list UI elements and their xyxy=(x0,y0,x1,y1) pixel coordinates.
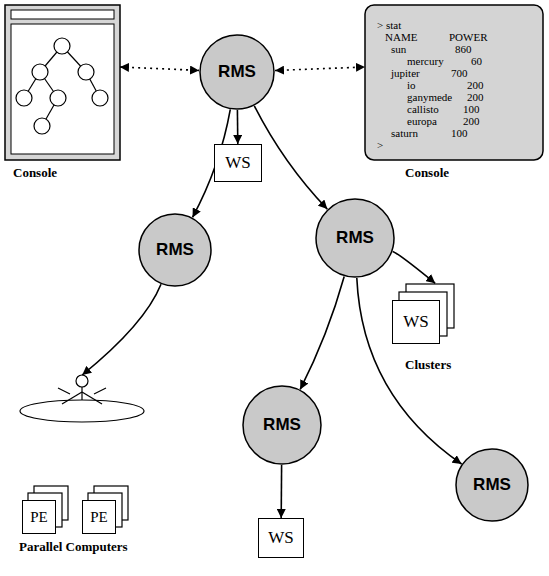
arrow-connector xyxy=(300,277,344,390)
pe-box: PE xyxy=(22,500,56,534)
console-output: 100 xyxy=(451,127,468,139)
console-output: 100 xyxy=(463,103,480,115)
console-output: 200 xyxy=(467,79,484,91)
console-output: mercury xyxy=(407,55,444,67)
arrow-connector xyxy=(237,110,239,144)
rms-circle: RMS xyxy=(242,385,322,465)
rms-circle: RMS xyxy=(455,448,529,522)
console-window-art xyxy=(5,5,120,160)
console-output: > stat xyxy=(377,19,401,31)
dotted-link xyxy=(120,67,199,70)
console-output: > xyxy=(377,139,383,151)
rms-circle: RMS xyxy=(199,34,275,110)
rms-circle: RMS xyxy=(315,198,395,278)
console: Console> statNAMEPOWERsun860mercury60jup… xyxy=(365,5,543,160)
console-label: Console xyxy=(13,165,57,181)
console-output: callisto xyxy=(407,103,439,115)
console-output: 60 xyxy=(471,55,482,67)
ws-label: WS xyxy=(259,528,303,548)
rms-label: RMS xyxy=(242,415,322,435)
workstation-box: WS xyxy=(214,144,262,182)
console: Console xyxy=(5,5,120,160)
console-output: saturn xyxy=(391,127,418,139)
console-output: europa xyxy=(407,115,437,127)
arrow-connector xyxy=(357,278,462,464)
console-output: jupiter xyxy=(391,67,420,79)
arrow-connector xyxy=(254,106,327,209)
rms-label: RMS xyxy=(138,240,212,260)
rms-label: RMS xyxy=(455,475,529,495)
pe-label: PE xyxy=(83,509,115,526)
parallel-computers: Parallel ComputersPEPE xyxy=(15,375,155,535)
arrow-connector xyxy=(393,251,436,283)
console-label: Console xyxy=(405,165,449,181)
ws-label: WS xyxy=(215,153,261,173)
rms-label: RMS xyxy=(199,62,275,82)
pe-box: PE xyxy=(82,500,116,534)
rms-label: RMS xyxy=(315,228,395,248)
console-output: 200 xyxy=(463,115,480,127)
console-output: io xyxy=(407,79,416,91)
arrow-connector xyxy=(82,284,161,375)
console-screen-art xyxy=(365,5,543,160)
cluster-box: WSClusters xyxy=(392,300,440,344)
ws-label: WS xyxy=(393,312,439,332)
console-output: NAME xyxy=(385,31,417,43)
parallel-label: Parallel Computers xyxy=(19,539,128,555)
dotted-link xyxy=(275,67,365,71)
console-output: ganymede xyxy=(407,91,452,103)
console-output: 200 xyxy=(467,91,484,103)
console-output: 700 xyxy=(451,67,468,79)
console-output: sun xyxy=(391,43,406,55)
arrow-connector xyxy=(280,465,282,518)
cluster-label: Clusters xyxy=(405,357,451,373)
console-output: POWER xyxy=(449,31,488,43)
workstation-box: WS xyxy=(258,518,304,558)
pe-label: PE xyxy=(23,509,55,526)
rms-circle: RMS xyxy=(138,213,212,287)
console-output: 860 xyxy=(455,43,472,55)
